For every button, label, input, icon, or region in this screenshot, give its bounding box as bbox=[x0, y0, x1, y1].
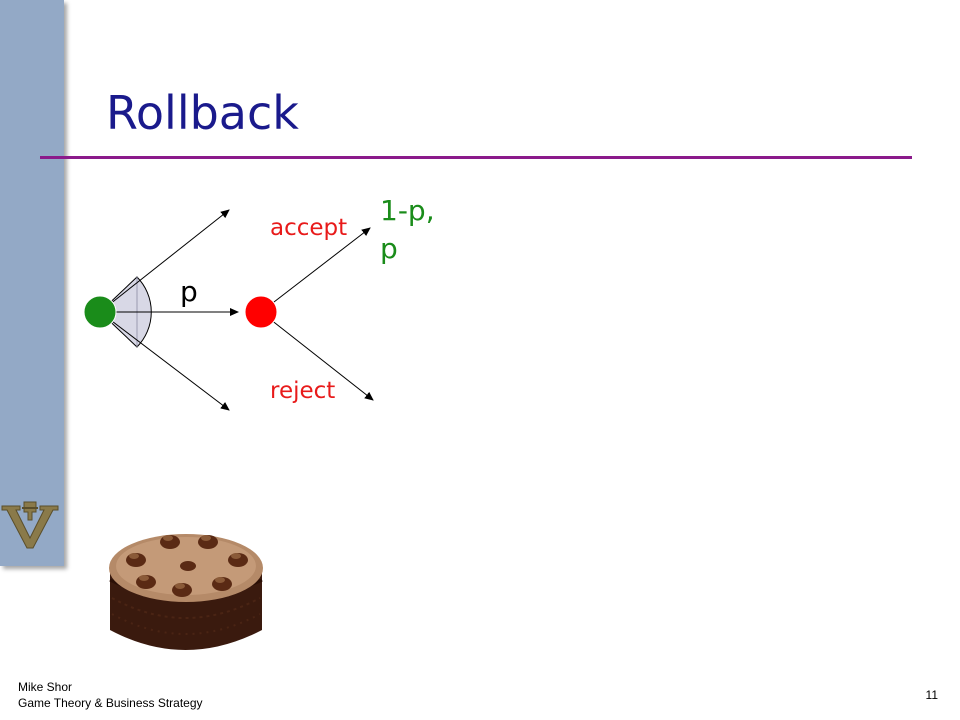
payoff-line2: p bbox=[380, 232, 398, 265]
sidebar-bar bbox=[0, 0, 64, 566]
branch-reject bbox=[260, 311, 374, 401]
footer-course: Game Theory & Business Strategy bbox=[18, 696, 203, 711]
accept-label: accept bbox=[270, 215, 347, 241]
branch-accept bbox=[260, 227, 371, 313]
branch-upper bbox=[99, 209, 230, 313]
player2-node bbox=[244, 295, 278, 329]
footer: Mike Shor Game Theory & Business Strateg… bbox=[18, 679, 203, 711]
offer-label: p bbox=[180, 275, 198, 308]
player1-node bbox=[83, 295, 117, 329]
page-number: 11 bbox=[925, 688, 938, 702]
vanderbilt-v-logo bbox=[1, 501, 59, 549]
payoff-line1: 1-p, bbox=[380, 194, 435, 227]
title-rule bbox=[40, 156, 912, 159]
footer-author: Mike Shor bbox=[18, 680, 73, 694]
slide-title: Rollback bbox=[106, 86, 299, 140]
reject-label: reject bbox=[270, 378, 335, 404]
chocolate-cake-image bbox=[96, 520, 274, 672]
branch-lower bbox=[99, 311, 230, 411]
